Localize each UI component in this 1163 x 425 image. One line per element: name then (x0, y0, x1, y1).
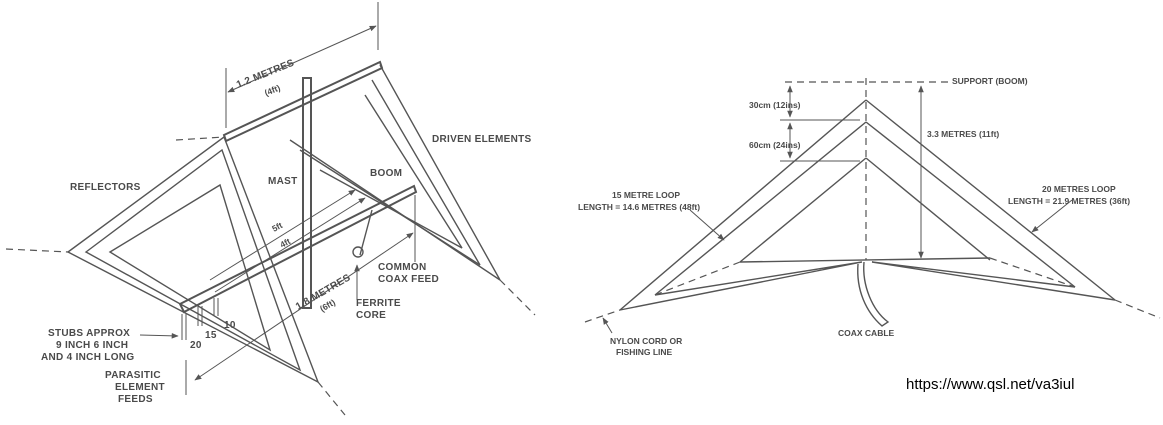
spacing-arrow-5ft (209, 189, 356, 281)
spacing-arrow-4ft (214, 197, 366, 293)
nylon-cord-inner (989, 257, 1076, 288)
label-15m-loop: 15 METRE LOOP (612, 190, 680, 200)
loop-20m-left (619, 99, 867, 311)
right-delta-diagram: SUPPORT (BOOM) 30cm (12ins) 60cm (24ins)… (578, 76, 1161, 357)
label-boom: BOOM (370, 168, 402, 179)
label-ferrite: FERRITE (356, 298, 401, 309)
loop-10m-base (739, 257, 991, 263)
label-stub-10: 10 (224, 320, 236, 331)
loop-15m-left (654, 121, 867, 296)
label-nylon-2: FISHING LINE (616, 347, 673, 357)
driven-loop-inner (319, 94, 463, 249)
label-stubs-2: 9 INCH 6 INCH (56, 340, 128, 351)
pointer-20m-loop (1031, 199, 1073, 233)
label-spacing-5ft: 5ft (270, 220, 284, 234)
label-coax-feed: COAX FEED (378, 274, 439, 285)
nylon-cord-left (584, 309, 621, 323)
label-stub-20: 20 (190, 340, 202, 351)
label-top-dimension-ft: (4ft) (263, 83, 282, 98)
coax-cable (857, 261, 890, 327)
reflector-guy-dashed-bottom (317, 381, 346, 416)
reflector-guy-dashed (175, 136, 225, 141)
label-common: COMMON (378, 262, 426, 273)
label-15m-length: LENGTH = 14.6 METRES (48ft) (578, 202, 700, 212)
reflector-loop-inner (108, 183, 272, 352)
label-coax-cable: COAX CABLE (838, 328, 895, 338)
pointer-nylon (602, 317, 613, 334)
label-spacing-4ft: 4ft (278, 236, 292, 250)
left-quad-diagram: 1.2 METRES (4ft) REFLECTORS MAST BOOM DR… (5, 2, 536, 416)
mast (302, 77, 312, 309)
label-stubs-1: STUBS APPROX (48, 328, 130, 339)
label-element: ELEMENT (115, 382, 165, 393)
loop-10m-left (739, 157, 867, 263)
stubs-pointer (139, 333, 179, 339)
label-support: SUPPORT (BOOM) (952, 76, 1028, 86)
label-20m-loop: 20 METRES LOOP (1042, 184, 1116, 194)
reflector-guy-dashed (5, 248, 69, 253)
dimension-arrow-1-8m (194, 232, 414, 381)
loop-15m-right (865, 121, 1076, 288)
driven-guy-dashed (499, 279, 536, 316)
driven-loop-mid (299, 79, 481, 266)
label-spacing-30cm: 30cm (12ins) (749, 100, 801, 110)
label-spacing-60cm: 60cm (24ins) (749, 140, 801, 150)
label-parasitic: PARASITIC (105, 370, 161, 381)
label-top-dimension: 1.2 METRES (235, 58, 296, 91)
label-driven-elements: DRIVEN ELEMENTS (432, 134, 532, 145)
label-stubs-3: AND 4 INCH LONG (41, 352, 134, 363)
label-20m-length: LENGTH = 21.9 METRES (36ft) (1008, 196, 1130, 206)
label-nylon-1: NYLON CORD OR (610, 336, 682, 346)
dimension-arrow-1-2m (227, 25, 377, 93)
pointer-15m-loop (689, 209, 725, 241)
boom (178, 184, 418, 314)
label-mast: MAST (268, 176, 298, 187)
nylon-cord-right (1114, 299, 1161, 319)
label-core: CORE (356, 310, 386, 321)
loop-20m-right (865, 99, 1116, 301)
loop-10m-right (865, 157, 991, 261)
nylon-cord-inner (654, 261, 741, 296)
loop-base-right (871, 261, 1116, 301)
label-height: 3.3 METRES (11ft) (927, 129, 999, 139)
loop-base-left (619, 261, 863, 311)
label-feeds: FEEDS (118, 394, 153, 405)
label-stub-15: 15 (205, 330, 217, 341)
label-reflectors: REFLECTORS (70, 182, 141, 193)
source-url: https://www.qsl.net/va3iul (906, 376, 1075, 393)
